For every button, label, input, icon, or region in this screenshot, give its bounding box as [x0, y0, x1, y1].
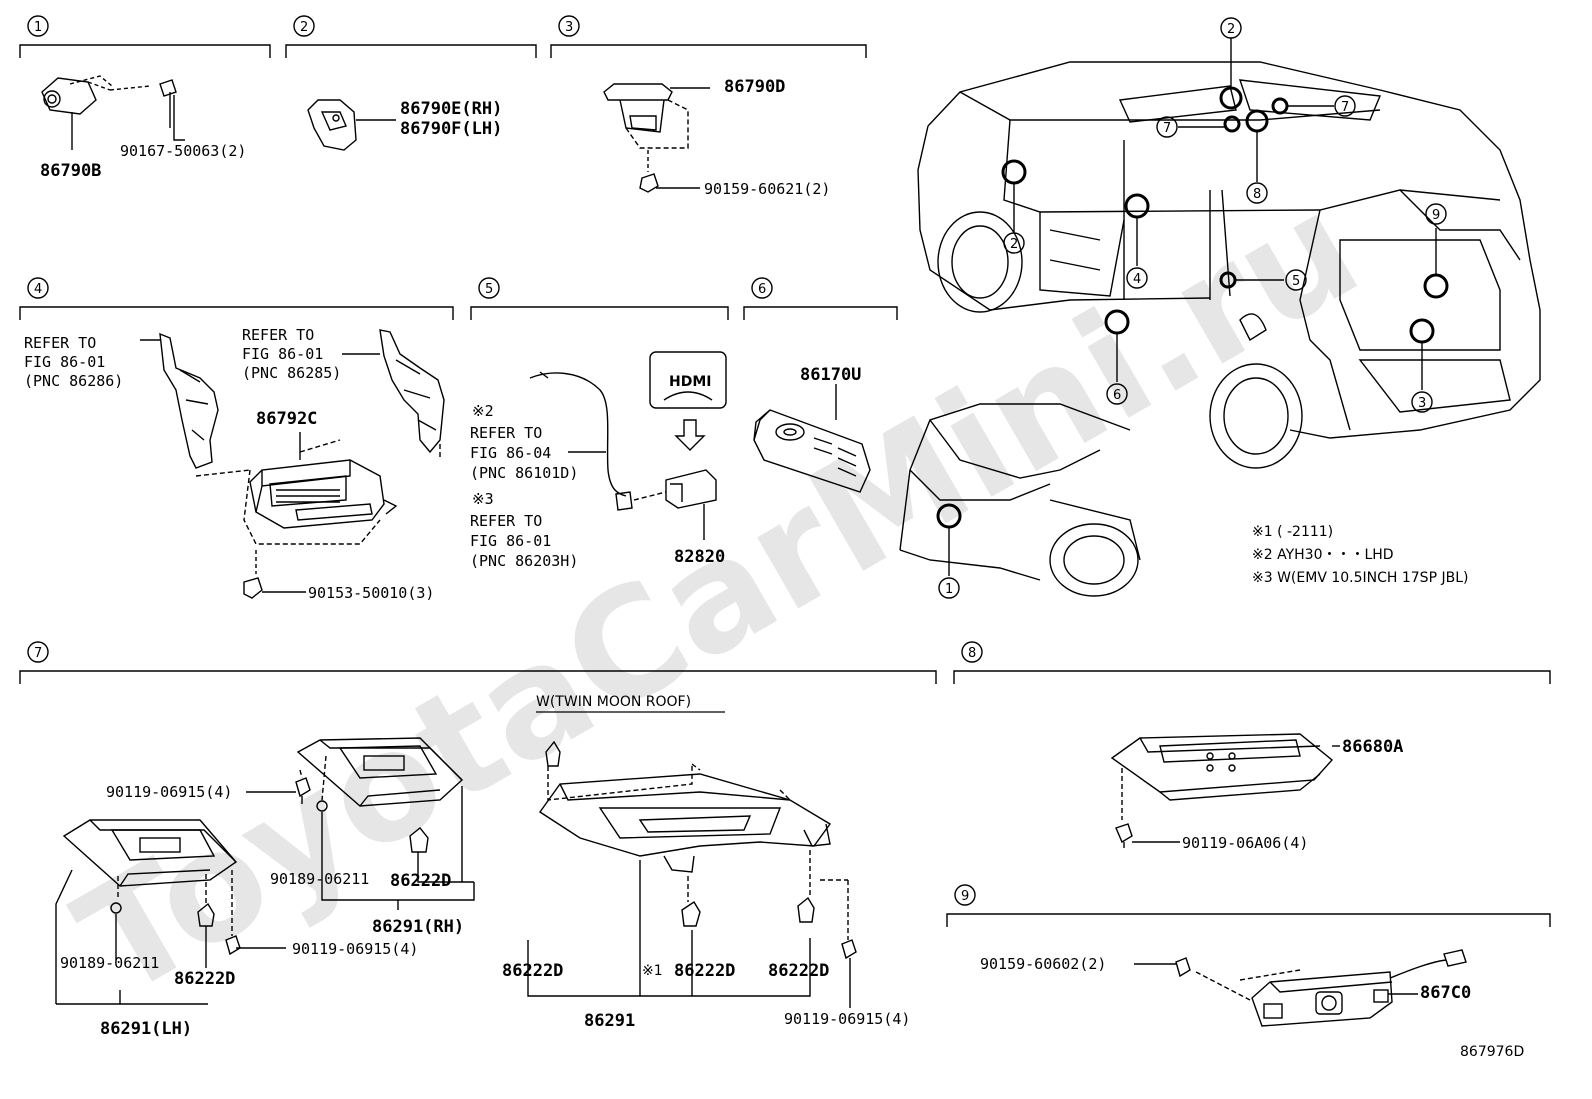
refer-note-line: REFER TO: [242, 326, 314, 344]
vehicle-callout-number: 7: [1341, 100, 1349, 115]
section-header-5: [470, 277, 729, 320]
vehicle-callout-number: 5: [1292, 274, 1300, 289]
vehicle-leaders: [948, 38, 1437, 576]
part-label: 90119-06A06(4): [1182, 834, 1308, 852]
vehicle-callout-number: 3: [1418, 396, 1426, 411]
camera-86790D-drawing: [603, 83, 710, 193]
variant-caption: W(TWIN MOON ROOF): [536, 694, 691, 710]
part-label: 86790D: [724, 77, 785, 97]
camera-86790B-drawing: [41, 75, 151, 150]
section-header-3: [550, 15, 867, 58]
part-label: 86291: [584, 1011, 635, 1031]
part-label: 86222D: [768, 961, 829, 981]
vehicle-callout-number: 8: [1253, 187, 1261, 202]
part-label: 86170U: [800, 365, 861, 385]
section-number-6: 6: [758, 282, 766, 297]
part-label: 90159-60602(2): [980, 955, 1106, 973]
section-header-7: [19, 641, 937, 684]
refer-note-line: FIG 86-01: [242, 345, 323, 363]
bolt-90167-drawing: [159, 79, 185, 141]
bracket-86291RH-drawing: [296, 737, 464, 882]
module-86680A-drawing: [1110, 733, 1340, 848]
refer-note-line: ※2: [472, 402, 494, 420]
part-label: 867C0: [1420, 983, 1471, 1003]
remote-86170U-drawing: [753, 384, 871, 493]
part-label: 90119-06915(4): [106, 783, 232, 801]
vehicle-drawing: [899, 61, 1541, 597]
part-label: 86792C: [256, 409, 317, 429]
section-number-7: 7: [34, 646, 42, 661]
bracket-86291-drawing: [527, 740, 857, 1008]
part-label: 86790B: [40, 161, 101, 181]
section-header-4: [19, 277, 454, 320]
vehicle-callout-number: 7: [1163, 121, 1171, 136]
part-label: 86790F(LH): [400, 119, 502, 139]
refer-note-line: REFER TO: [24, 334, 96, 352]
section7-fasteners: [56, 755, 475, 1005]
part-label: 86291(RH): [372, 917, 464, 937]
refer-note-line: (PNC 86285): [242, 364, 341, 382]
section-number-1: 1: [34, 20, 42, 35]
section-number-8: 8: [968, 646, 976, 661]
diagram-id: 867976D: [1460, 1044, 1524, 1060]
part-label: 86680A: [1342, 737, 1403, 757]
camera-86790E-drawing: [307, 99, 396, 151]
vehicle-callout-number: 2: [1010, 237, 1018, 252]
bracket-right-drawing: [342, 329, 445, 454]
part-label: 90159-60621(2): [704, 180, 830, 198]
refer-note-line: FIG 86-01: [470, 532, 551, 550]
refer-note-line: (PNC 86286): [24, 372, 123, 390]
section-number-9: 9: [961, 889, 969, 904]
amplifier-86792C-drawing: [195, 432, 441, 599]
section-header-1: [19, 15, 271, 58]
refer-note-line: (PNC 86101D): [470, 464, 578, 482]
part-label: 90153-50010(3): [308, 584, 434, 602]
section-header-8: [953, 641, 1551, 684]
vehicle-callout-number: 4: [1133, 272, 1141, 287]
section-header-9: [946, 884, 1551, 927]
part-label: 90189-06211: [270, 870, 369, 888]
section-header-2: [285, 15, 537, 58]
part-label: 82820: [674, 547, 725, 567]
part-label: 90167-50063(2): [120, 142, 246, 160]
vehicle-callout-number: 9: [1432, 208, 1440, 223]
section-number-5: 5: [485, 282, 493, 297]
part-label: 90119-06915(4): [292, 940, 418, 958]
refer-note-line: REFER TO: [470, 424, 542, 442]
refer-note-line: FIG 86-01: [24, 353, 105, 371]
section-number-4: 4: [34, 282, 42, 297]
footnote: ※2 AYH30・・・LHD: [1252, 547, 1394, 563]
part-label: 90189-06211: [60, 954, 159, 972]
hdmi-label: HDMI: [669, 374, 711, 390]
part-label: 86222D: [390, 871, 451, 891]
footnote: ※3 W(EMV 10.5INCH 17SP JBL): [1252, 570, 1468, 586]
part-label: 86222D: [174, 969, 235, 989]
section-number-2: 2: [300, 20, 308, 35]
hdmi-port-drawing: [649, 351, 727, 540]
refer-note-line: ※3: [472, 490, 494, 508]
hdmi-cable-drawing: [529, 371, 667, 511]
bracket-86291LH-drawing: [55, 819, 238, 1004]
watermark: ToyotaCarMini.ru: [51, 160, 1386, 1031]
part-label: 90119-06915(4): [784, 1010, 910, 1028]
part-label: 86790E(RH): [400, 99, 502, 119]
bracket-left-drawing: [140, 332, 219, 469]
vehicle-callout-number: 6: [1113, 388, 1121, 403]
part-label: ※1: [642, 963, 663, 979]
part-label: 86222D: [502, 961, 563, 981]
section-header-6: [743, 277, 898, 320]
section-number-3: 3: [565, 20, 573, 35]
part-label: 86291(LH): [100, 1019, 192, 1039]
footnote: ※1 ( -2111): [1252, 524, 1333, 540]
camera-867C0-drawing: [1134, 949, 1467, 1027]
vehicle-callout-number: 1: [945, 582, 953, 597]
refer-note-line: REFER TO: [470, 512, 542, 530]
refer-note-line: FIG 86-04: [470, 444, 551, 462]
vehicle-callouts: [938, 17, 1447, 599]
vehicle-callout-number: 2: [1227, 22, 1235, 37]
refer-note-line: (PNC 86203H): [470, 552, 578, 570]
part-label: 86222D: [674, 961, 735, 981]
